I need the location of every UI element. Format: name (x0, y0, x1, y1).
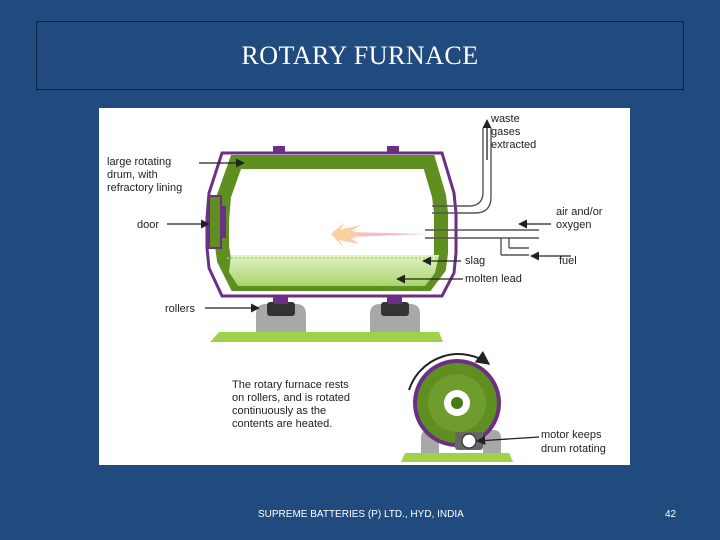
desc-line2: on rollers, and is rotated (232, 392, 350, 404)
label-arrows (167, 119, 571, 313)
furnace-drum (205, 146, 458, 302)
furnace-base (210, 332, 443, 342)
burner-flame (331, 222, 429, 249)
rotary-furnace-diagram: large rotating drum, with refractory lin… (99, 108, 630, 465)
label-molten-lead: molten lead (465, 273, 522, 285)
title-box: ROTARY FURNACE (36, 21, 684, 90)
motor-base (401, 453, 513, 462)
label-waste-line2: gases (491, 126, 521, 138)
label-slag: slag (465, 255, 485, 267)
label-air-line2: oxygen (556, 219, 591, 231)
label-waste-line3: extracted (491, 139, 536, 151)
footer-company: SUPREME BATTERIES (P) LTD., HYD, INDIA (258, 509, 464, 520)
label-air-line1: air and/or (556, 206, 603, 218)
page-number: 42 (665, 509, 677, 520)
pipes (425, 128, 539, 256)
label-rollers: rollers (165, 303, 195, 315)
label-drum-line3: refractory lining (107, 182, 182, 194)
label-drum-line2: drum, with (107, 169, 158, 181)
label-waste-line1: waste (490, 113, 520, 125)
label-drum-line1: large rotating (107, 156, 171, 168)
motor (455, 432, 483, 450)
label-motor-line2: drum rotating (541, 443, 606, 455)
label-motor-line1: motor keeps (541, 429, 602, 441)
drum-end-view (408, 350, 501, 453)
motor-arrow (476, 435, 540, 446)
desc-line4: contents are heated. (232, 418, 332, 430)
label-door: door (137, 219, 159, 231)
label-fuel: fuel (559, 255, 577, 267)
desc-line1: The rotary furnace rests (232, 379, 349, 391)
slide-title: ROTARY FURNACE (241, 40, 479, 70)
slide-footer: SUPREME BATTERIES (P) LTD., HYD, INDIA 4… (0, 509, 720, 523)
rollers (256, 296, 420, 332)
desc-line3: continuously as the (232, 405, 326, 417)
